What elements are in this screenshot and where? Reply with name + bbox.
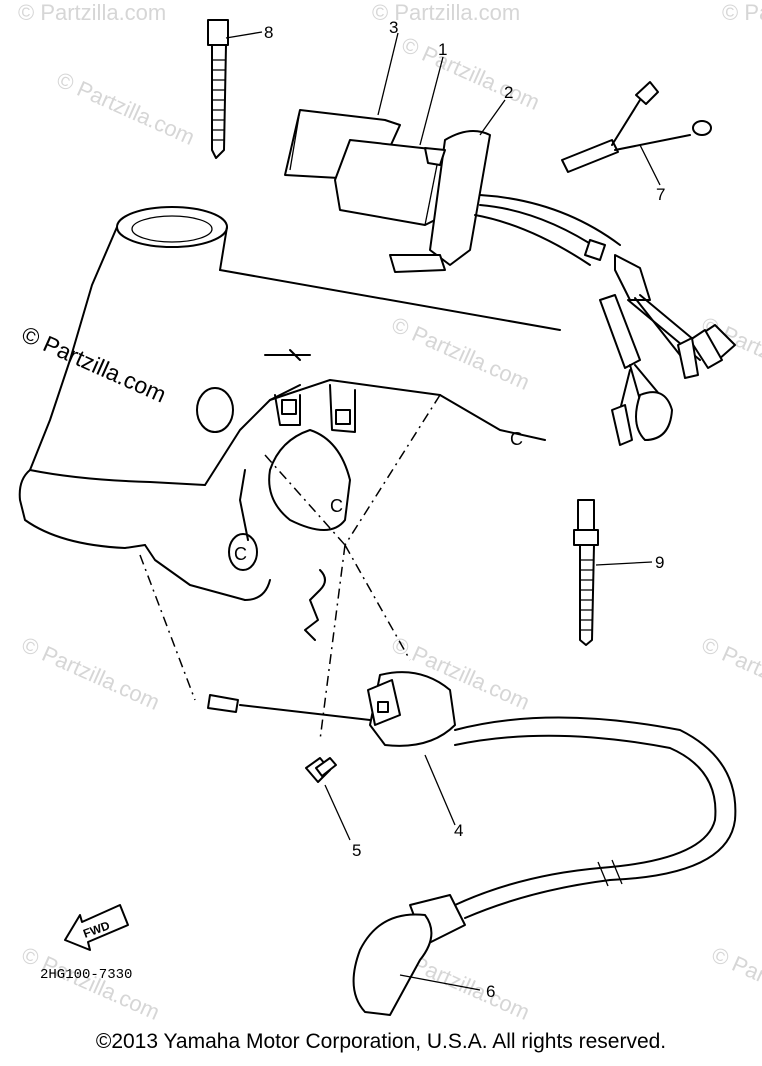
callout-5: 5 [352,841,361,860]
watermark: © Partzilla.com [388,312,534,395]
part-2-band [389,130,491,273]
frame-letter: C [234,544,247,564]
callout-8: 8 [264,23,273,42]
watermark: © Partzilla.com [53,67,199,150]
watermark: © Partzilla.com [18,632,164,715]
diagram-number: 2HG100-7330 [40,967,132,983]
part-4-ignition-coil [207,671,456,747]
watermark: © Partzilla.com [698,632,762,715]
callout-9: 9 [655,553,664,572]
callout-4: 4 [454,821,463,840]
watermark: © Partzilla.com [722,0,762,25]
cdi-wires [474,194,736,446]
callout-3: 3 [389,18,398,37]
frame-letter: C [510,429,523,449]
part-6-plug-cap [352,894,466,1016]
callouts: 1 2 3 4 5 6 7 8 9 [264,18,665,1001]
high-tension-lead [454,716,737,919]
watermark: © Partzilla.com [18,942,164,1025]
callout-7: 7 [656,185,665,204]
part-8-cable-tie [207,19,229,159]
frame: C C C [18,206,561,641]
watermark-dark: © Partzilla.com [18,321,170,408]
leader-lines [225,31,661,991]
watermark: © Partzilla.com [372,0,520,25]
part-9-cable-tie [573,499,599,646]
part-5-screw [305,757,337,783]
fwd-arrow: FWD [64,904,129,951]
callout-6: 6 [486,982,495,1001]
callout-2: 2 [504,83,513,102]
copyright-notice: ©2013 Yamaha Motor Corporation, U.S.A. A… [95,1030,667,1053]
part-7-lead [561,81,712,173]
callout-1: 1 [438,40,447,59]
frame-letter: C [330,496,343,516]
watermark: © Partzilla.com [18,0,166,25]
watermark: © Partzilla.com [708,942,762,1025]
reference-lines [139,394,441,741]
watermark: © Partzilla.com [398,32,544,115]
